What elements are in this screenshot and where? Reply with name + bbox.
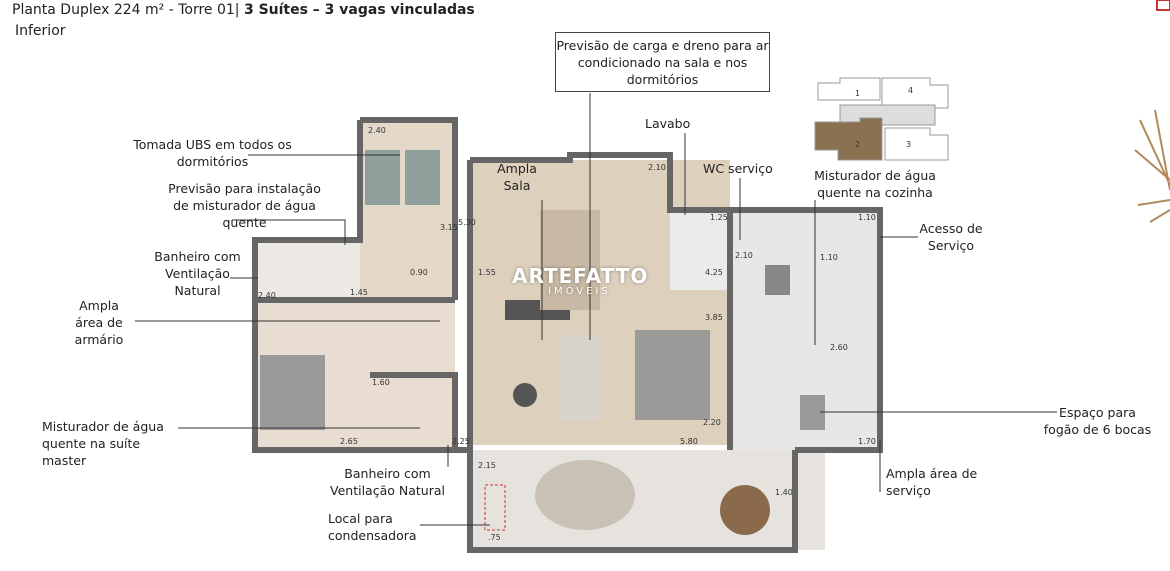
svg-text:0.90: 0.90 <box>410 268 428 277</box>
plan-title: Planta Duplex 224 m² - Torre 01| 3 Suíte… <box>12 2 475 18</box>
key-plan: 1 4 2 3 <box>814 77 949 161</box>
label-misturador-cozinha: Misturador de água quente na cozinha <box>814 168 936 200</box>
svg-text:2.10: 2.10 <box>648 163 666 172</box>
label-condensadora: Local para condensadora <box>328 511 417 543</box>
label-misturador-previsao: Previsão para instalação de misturador d… <box>168 181 321 230</box>
label-acesso-servico: Acesso de Serviço <box>919 221 983 253</box>
svg-text:1.70: 1.70 <box>858 437 876 446</box>
svg-text:4: 4 <box>908 86 913 95</box>
corner-icon <box>1156 0 1170 11</box>
svg-text:1.40: 1.40 <box>775 488 793 497</box>
svg-text:2.25: 2.25 <box>452 437 470 446</box>
svg-text:2: 2 <box>855 140 860 149</box>
label-tomada: Tomada UBS em todos os dormitórios <box>133 137 292 169</box>
watermark-logo: ARTEFATTO <box>512 264 649 288</box>
title-text: Planta Duplex 224 m² - Torre 01| <box>12 2 240 18</box>
label-banheiro-ventilacao: Banheiro com Ventilação Natural <box>154 249 241 298</box>
watermark-sub: IMÓVEIS <box>548 286 611 297</box>
svg-text:3.85: 3.85 <box>705 313 723 322</box>
label-area-servico: Ampla área de serviço <box>886 466 978 498</box>
svg-text:1.60: 1.60 <box>372 378 390 387</box>
dimension-labels: 2.40 3.15 5.30 2.10 1.25 2.10 4.25 1.10 … <box>258 126 876 542</box>
ac-callout-box: Previsão de carga e dreno para ar condic… <box>555 32 770 92</box>
svg-text:5.30: 5.30 <box>458 218 476 227</box>
label-banheiro-ventilacao-2: Banheiro com Ventilação Natural <box>330 466 445 498</box>
svg-text:2.10: 2.10 <box>735 251 753 260</box>
svg-text:2.15: 2.15 <box>478 461 496 470</box>
label-lavabo: Lavabo <box>645 116 691 131</box>
svg-text:2.60: 2.60 <box>830 343 848 352</box>
svg-text:1.10: 1.10 <box>820 253 838 262</box>
label-ampla-sala: Ampla Sala <box>497 161 537 193</box>
svg-text:2.40: 2.40 <box>258 291 276 300</box>
label-misturador-suite: Misturador de água quente na suíte maste… <box>42 419 164 468</box>
plan-subtitle: Inferior <box>15 23 66 39</box>
svg-text:1.25: 1.25 <box>710 213 728 222</box>
svg-text:2.40: 2.40 <box>368 126 386 135</box>
label-wc-servico: WC serviço <box>703 161 773 176</box>
svg-text:2.20: 2.20 <box>703 418 721 427</box>
svg-text:1.45: 1.45 <box>350 288 368 297</box>
svg-text:1: 1 <box>855 89 860 98</box>
svg-text:5.80: 5.80 <box>680 437 698 446</box>
title-bold: 3 Suítes – 3 vagas vinculadas <box>243 2 475 18</box>
svg-text:1.55: 1.55 <box>478 268 496 277</box>
svg-text:2.65: 2.65 <box>340 437 358 446</box>
label-armario: Ampla área de armário <box>74 298 124 347</box>
svg-text:1.10: 1.10 <box>858 213 876 222</box>
label-fogao: Espaço para fogão de 6 bocas <box>1043 405 1152 437</box>
svg-text:3.15: 3.15 <box>440 223 458 232</box>
leader-lines <box>135 93 1057 526</box>
svg-text:3: 3 <box>906 140 911 149</box>
walls <box>252 117 883 553</box>
palm-leaf-decoration <box>1134 109 1170 223</box>
svg-text:.75: .75 <box>488 533 501 542</box>
furniture <box>260 150 825 535</box>
svg-text:4.25: 4.25 <box>705 268 723 277</box>
